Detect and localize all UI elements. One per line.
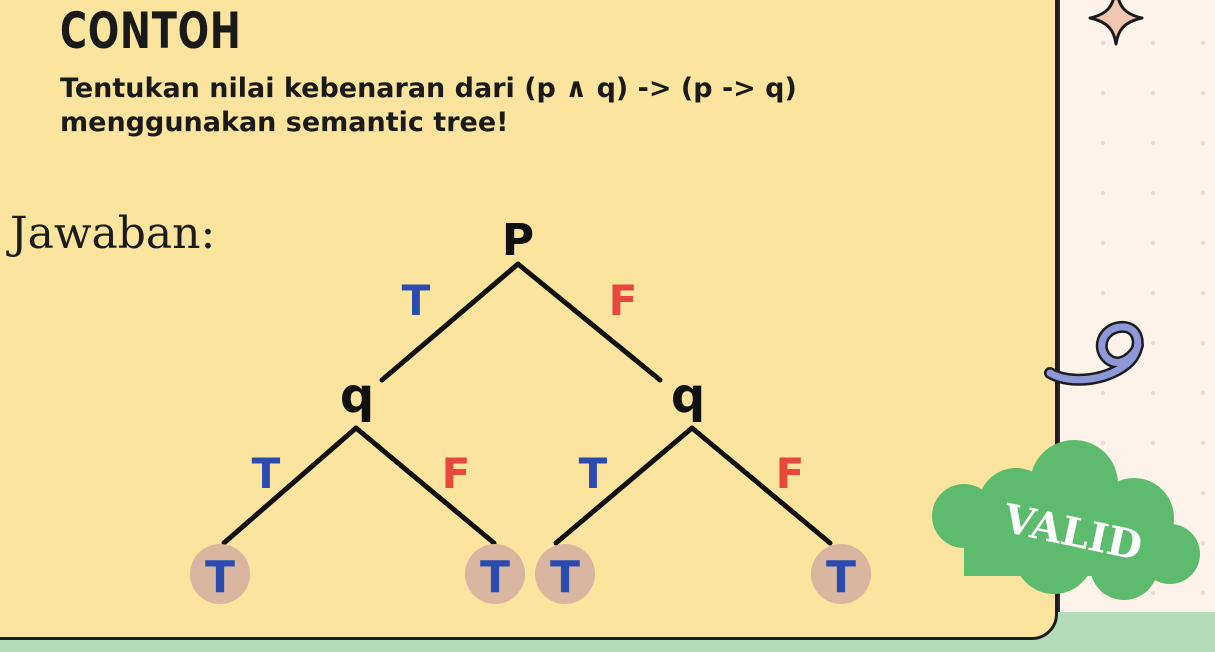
branch-label-true: T bbox=[402, 276, 431, 325]
edge-q2-left bbox=[553, 425, 695, 546]
leaf-label: T bbox=[205, 552, 235, 603]
leaf-node: T bbox=[811, 544, 871, 604]
dotted-side-panel bbox=[1058, 0, 1215, 612]
valid-badge: VALID bbox=[932, 440, 1200, 600]
answer-label: Jawaban: bbox=[10, 208, 216, 259]
branch-label-false: F bbox=[442, 449, 471, 498]
node-q-left: q bbox=[340, 368, 374, 424]
edge-root-right bbox=[515, 261, 663, 383]
branch-label-true: T bbox=[579, 449, 608, 498]
leaf-node: T bbox=[190, 544, 250, 604]
node-q-right: q bbox=[671, 368, 705, 424]
edge-root-left bbox=[379, 261, 521, 383]
branch-label-true: T bbox=[252, 449, 281, 498]
page-title: CONTOH bbox=[60, 2, 242, 60]
edge-q2-right bbox=[689, 425, 833, 546]
squiggle-icon bbox=[1044, 320, 1144, 386]
branch-label-false: F bbox=[609, 276, 638, 325]
leaf-label: T bbox=[550, 552, 580, 603]
sparkle-icon bbox=[1088, 0, 1144, 46]
leaf-label: T bbox=[480, 552, 510, 603]
example-card bbox=[0, 0, 1058, 640]
edge-q1-right bbox=[353, 425, 497, 546]
leaf-node: T bbox=[465, 544, 525, 604]
leaf-label: T bbox=[826, 552, 856, 603]
cloud-shape bbox=[932, 440, 1200, 600]
leaf-node: T bbox=[535, 544, 595, 604]
root-node: P bbox=[502, 215, 534, 266]
question-text: Tentukan nilai kebenaran dari (p ∧ q) ->… bbox=[60, 73, 797, 138]
edge-q1-left bbox=[221, 425, 359, 546]
branch-label-false: F bbox=[776, 449, 805, 498]
